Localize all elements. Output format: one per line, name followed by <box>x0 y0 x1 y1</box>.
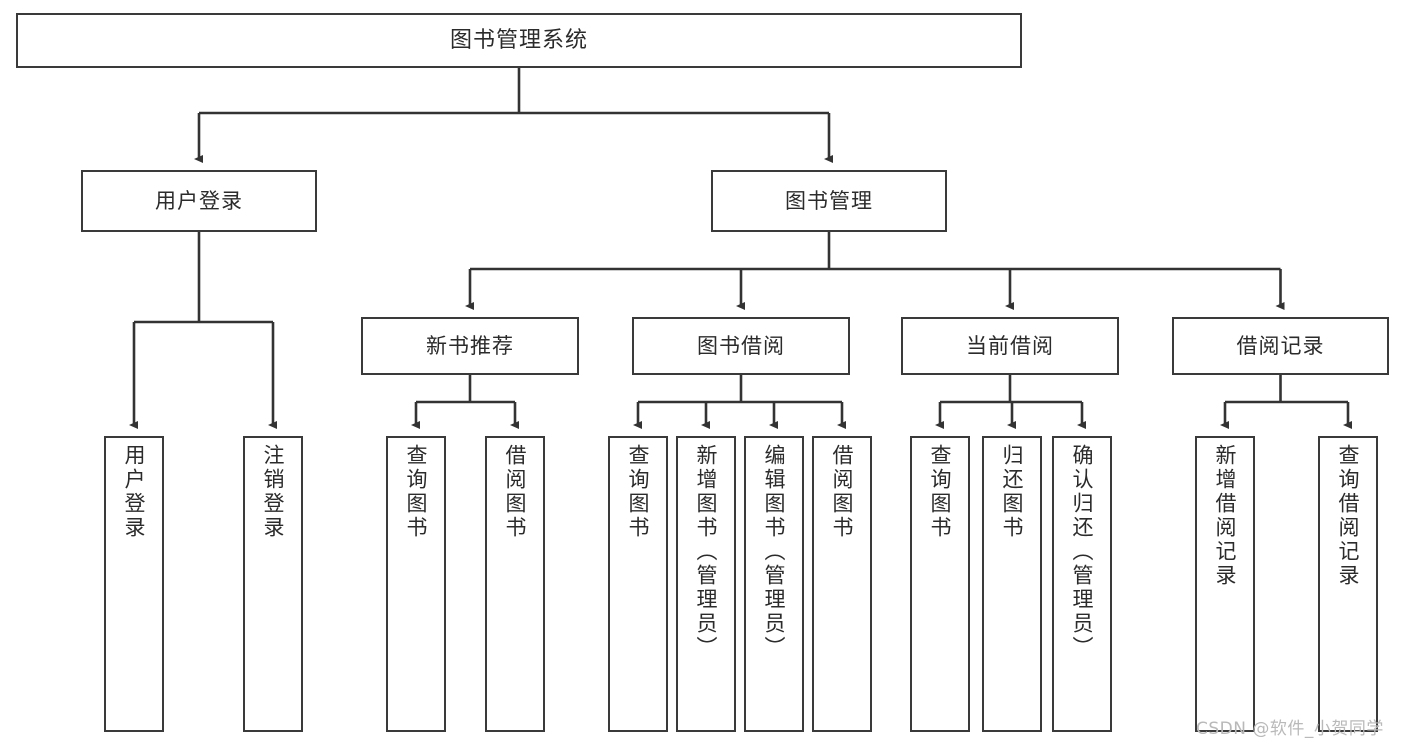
node-login[interactable]: 用户登录 <box>81 170 317 232</box>
node-l-add[interactable]: 新增图书（管理员） <box>676 436 736 732</box>
node-label: 新书推荐 <box>426 333 514 358</box>
node-label: 图书管理 <box>785 188 873 213</box>
node-label: 归还图书 <box>1000 444 1025 540</box>
node-label: 编辑图书（管理员） <box>762 444 787 660</box>
node-label: 确认归还（管理员） <box>1070 444 1095 660</box>
node-l-query2[interactable]: 查询图书 <box>608 436 668 732</box>
node-label: 当前借阅 <box>966 333 1054 358</box>
node-l-borrow2[interactable]: 借阅图书 <box>812 436 872 732</box>
node-label: 新增图书（管理员） <box>694 444 719 660</box>
node-root[interactable]: 图书管理系统 <box>16 13 1022 68</box>
node-l-edit[interactable]: 编辑图书（管理员） <box>744 436 804 732</box>
node-label: 用户登录 <box>155 188 243 213</box>
node-label: 注销登录 <box>261 444 286 540</box>
node-l-addrec[interactable]: 新增借阅记录 <box>1195 436 1255 732</box>
node-label: 用户登录 <box>122 444 147 540</box>
node-records[interactable]: 借阅记录 <box>1172 317 1389 375</box>
node-label: 查询图书 <box>404 444 429 540</box>
node-label: 查询借阅记录 <box>1336 444 1361 588</box>
node-l-confirm[interactable]: 确认归还（管理员） <box>1052 436 1112 732</box>
node-label: 新增借阅记录 <box>1213 444 1238 588</box>
node-label: 查询图书 <box>626 444 651 540</box>
node-l-query1[interactable]: 查询图书 <box>386 436 446 732</box>
node-label: 图书借阅 <box>697 333 785 358</box>
watermark: CSDN @软件_小贺同学 <box>1196 719 1384 739</box>
node-l-login[interactable]: 用户登录 <box>104 436 164 732</box>
node-label: 借阅图书 <box>830 444 855 540</box>
node-l-queryrec[interactable]: 查询借阅记录 <box>1318 436 1378 732</box>
node-current[interactable]: 当前借阅 <box>901 317 1119 375</box>
node-l-logout[interactable]: 注销登录 <box>243 436 303 732</box>
node-label: 借阅记录 <box>1236 333 1325 358</box>
node-bookmgmt[interactable]: 图书管理 <box>711 170 947 232</box>
node-label: 查询图书 <box>928 444 953 540</box>
node-label: 图书管理系统 <box>449 27 588 53</box>
node-borrow[interactable]: 图书借阅 <box>632 317 850 375</box>
node-l-return[interactable]: 归还图书 <box>982 436 1042 732</box>
node-label: 借阅图书 <box>503 444 528 540</box>
node-l-query3[interactable]: 查询图书 <box>910 436 970 732</box>
node-newbook[interactable]: 新书推荐 <box>361 317 579 375</box>
node-l-borrow1[interactable]: 借阅图书 <box>485 436 545 732</box>
